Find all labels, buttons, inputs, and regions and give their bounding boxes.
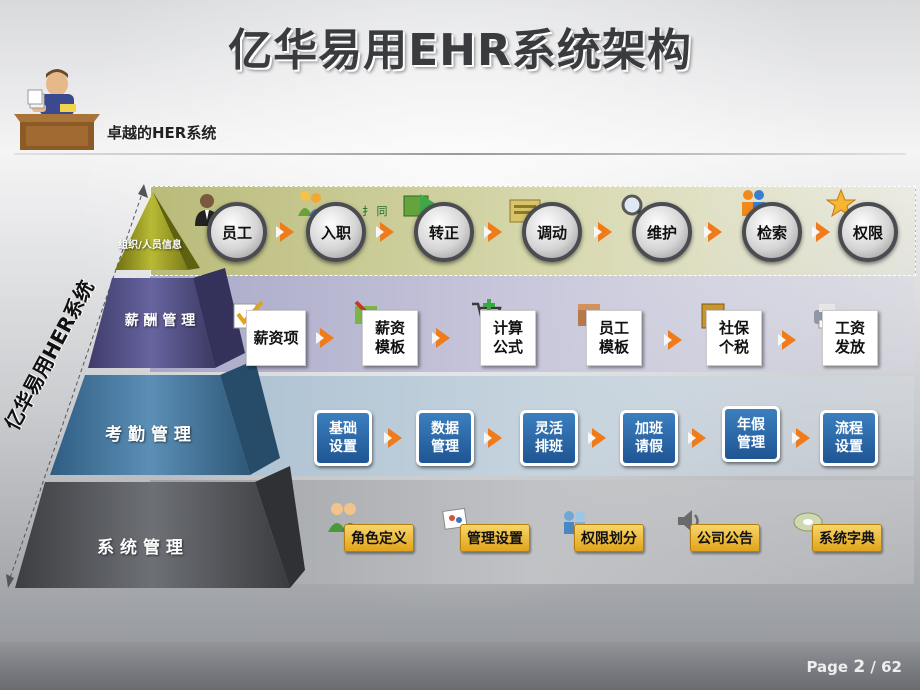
row4-item-role-definition[interactable]: 角色定义 xyxy=(344,524,414,552)
row3-arrow-4 xyxy=(688,428,706,448)
row3-arrow-1 xyxy=(384,428,402,448)
row2-arrow-3 xyxy=(664,330,682,350)
row4-item-admin-settings[interactable]: 管理设置 xyxy=(460,524,530,552)
page-current: 2 xyxy=(853,657,866,677)
page-indicator: Page 2 / 62 xyxy=(806,657,902,677)
pyramid-level-payroll: 薪 酬 管 理 xyxy=(124,313,196,329)
row1-arrow-2 xyxy=(376,222,394,242)
subtitle: 卓越的HER系统 xyxy=(107,124,217,142)
row1-item-permissions[interactable]: 权限 xyxy=(838,202,898,262)
row2-arrow-1 xyxy=(316,328,334,348)
row4-item-permission-division[interactable]: 权限划分 xyxy=(574,524,644,552)
row1-item-search[interactable]: 检索 xyxy=(742,202,802,262)
row3-item-flexible-scheduling[interactable]: 灵活排班 xyxy=(520,410,578,466)
row1-item-transfer[interactable]: 调动 xyxy=(522,202,582,262)
row3-item-annual-leave[interactable]: 年假管理 xyxy=(722,406,780,462)
presenter-desk-illustration xyxy=(14,69,100,150)
row2-arrow-2 xyxy=(432,328,450,348)
row2-item-social-tax[interactable]: 社保个税 xyxy=(706,310,762,366)
row2-item-salary-items[interactable]: 薪资项 xyxy=(246,310,306,366)
row1-item-onboarding[interactable]: 入职 xyxy=(306,202,366,262)
row3-item-workflow[interactable]: 流程设置 xyxy=(820,410,878,466)
row2-arrow-4 xyxy=(778,330,796,350)
row1-arrow-6 xyxy=(812,222,830,242)
page-prefix: Page xyxy=(806,658,849,676)
footer-bar xyxy=(0,642,920,690)
pyramid-diagram xyxy=(15,192,305,588)
row1-arrow-3 xyxy=(484,222,502,242)
row2-item-salary-template[interactable]: 薪资模板 xyxy=(362,310,418,366)
row1-item-confirmation[interactable]: 转正 xyxy=(414,202,474,262)
row4-item-company-announcement[interactable]: 公司公告 xyxy=(690,524,760,552)
row1-arrow-5 xyxy=(704,222,722,242)
row4-item-system-dictionary[interactable]: 系统字典 xyxy=(812,524,882,552)
row1-arrow-1 xyxy=(276,222,294,242)
row2-item-employee-template[interactable]: 员工模板 xyxy=(586,310,642,366)
row1-item-employee[interactable]: 员工 xyxy=(207,202,267,262)
row3-arrow-2 xyxy=(484,428,502,448)
row2-item-payout[interactable]: 工资发放 xyxy=(822,310,878,366)
pyramid-level-system: 系 统 管 理 xyxy=(97,538,183,558)
row2-item-formula[interactable]: 计算公式 xyxy=(480,310,536,366)
row3-item-data-management[interactable]: 数据管理 xyxy=(416,410,474,466)
row3-item-basic-settings[interactable]: 基础设置 xyxy=(314,410,372,466)
divider xyxy=(14,153,906,155)
row3-arrow-5 xyxy=(792,428,810,448)
pyramid-level-org: 组织/人员信息 xyxy=(118,240,182,251)
row1-item-maintenance[interactable]: 维护 xyxy=(632,202,692,262)
pyramid-level-attendance: 考 勤 管 理 xyxy=(105,425,191,445)
row3-arrow-3 xyxy=(588,428,606,448)
page-total: 62 xyxy=(881,658,902,676)
page-separator: / xyxy=(870,658,876,676)
row1-arrow-4 xyxy=(594,222,612,242)
vertical-axis-arrow-icon xyxy=(6,184,148,588)
row3-item-overtime-leave[interactable]: 加班请假 xyxy=(620,410,678,466)
page-title: 亿华易用EHR系统架构 xyxy=(228,25,692,76)
